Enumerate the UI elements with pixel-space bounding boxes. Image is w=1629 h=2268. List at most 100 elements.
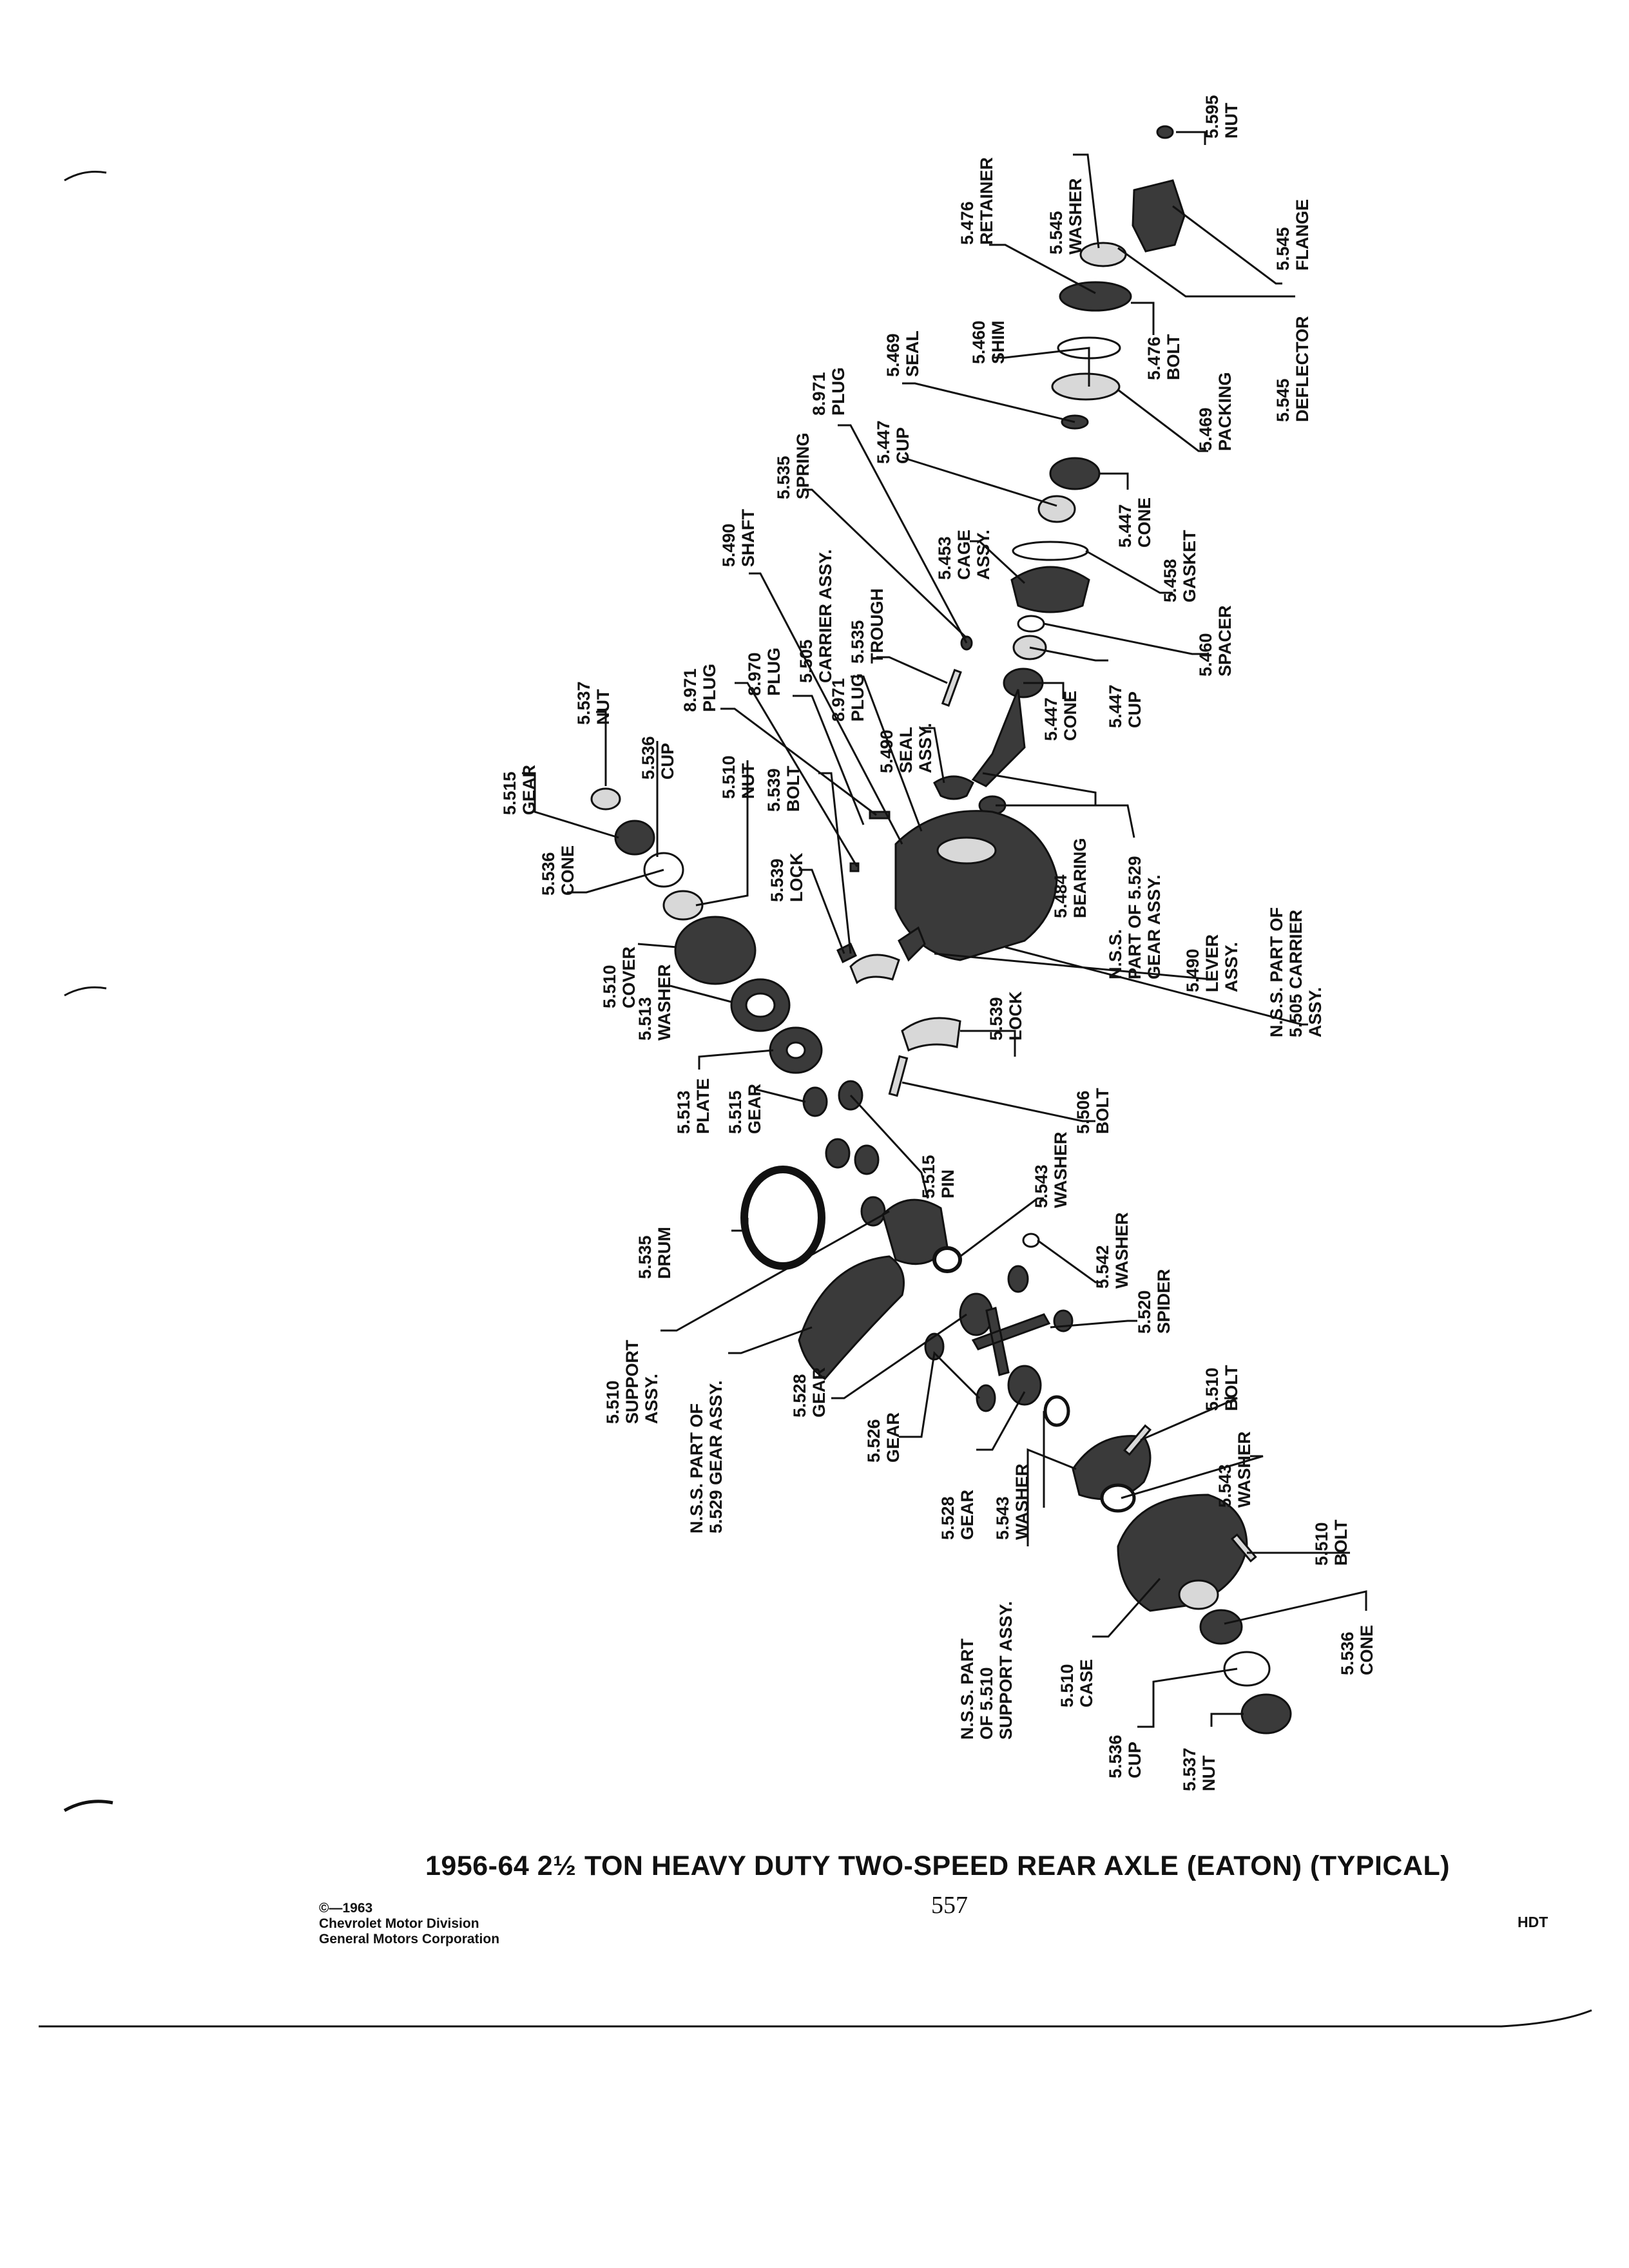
trough-part bbox=[941, 668, 962, 707]
copyright-year: ©—1963 bbox=[319, 1901, 373, 1916]
callout-5535-trough: 5.535TROUGH bbox=[848, 588, 887, 664]
copyright-block: ©—1963 Chevrolet Motor Division General … bbox=[319, 1901, 499, 1947]
spider-part bbox=[971, 1307, 1051, 1376]
cup-536-lower bbox=[1223, 1651, 1271, 1687]
binder-mark-middle bbox=[64, 986, 107, 997]
callout-5536-cone-lower: 5.536CONE bbox=[1338, 1625, 1376, 1675]
leader-lines bbox=[522, 131, 1367, 1728]
bearing-cap-lower bbox=[901, 1017, 961, 1052]
callout-5543-washer-mid: 5.543WASHER bbox=[993, 1463, 1032, 1540]
callout-5505-carrier: 5.505CARRIER ASSY. bbox=[796, 549, 835, 683]
cover-part bbox=[674, 916, 757, 985]
drum-part bbox=[740, 1166, 825, 1270]
case-bore bbox=[1178, 1579, 1219, 1610]
binder-mark-bottom bbox=[63, 1800, 113, 1812]
callout-5545-flange: 5.545FLANGE bbox=[1273, 199, 1312, 271]
washer-part bbox=[1079, 242, 1127, 267]
callout-5535-spring: 5.535SPRING bbox=[774, 432, 813, 499]
callout-8970-plug: 8.970PLUG bbox=[745, 648, 784, 696]
callout-5469-seal: 5.469SEAL bbox=[883, 331, 922, 377]
cone-536-lower bbox=[1199, 1609, 1243, 1645]
callout-5506-bolt: 5.506BOLT bbox=[1074, 1088, 1112, 1134]
retainer-part bbox=[1059, 281, 1132, 312]
nut-537-lower bbox=[1240, 1693, 1292, 1735]
callout-5484-bearing: 5.484BEARING bbox=[1051, 838, 1090, 918]
callout-5510-nut: 5.510NUT bbox=[719, 755, 758, 799]
callout-5476-retainer: 5.476RETAINER bbox=[958, 157, 996, 245]
callout-5510-bolt-lower: 5.510BOLT bbox=[1312, 1519, 1351, 1566]
callout-nss-5529-upper: N.S.S.PART OF 5.529GEAR ASSY. bbox=[1106, 856, 1164, 979]
callout-nss-5529-lower: N.S.S. PART OF5.529 GEAR ASSY. bbox=[687, 1380, 726, 1533]
callout-5537-nut-lower: 5.537NUT bbox=[1180, 1747, 1219, 1791]
callout-labels: 5.595NUT 5.545WASHER 5.545FLANGE 5.476RE… bbox=[500, 95, 1376, 1791]
callout-5447-cup-lower: 5.447CUP bbox=[1106, 684, 1144, 728]
callout-5513-plate: 5.513PLATE bbox=[674, 1079, 713, 1135]
callout-8971-plug-left: 8.971PLUG bbox=[680, 664, 719, 712]
nut-part bbox=[1156, 125, 1174, 139]
ring-gear-part bbox=[798, 1255, 905, 1380]
callout-nss-5505-carrier: N.S.S. PART OF5.505 CARRIERASSY. bbox=[1267, 907, 1325, 1037]
washer-513-hole bbox=[745, 992, 776, 1018]
callout-5453-cage: 5.453CAGEASSY. bbox=[935, 530, 993, 580]
callout-5536-cone-top: 5.536CONE bbox=[539, 845, 577, 896]
gear-528-lower bbox=[1007, 1365, 1042, 1406]
callout-5545-washer: 5.545WASHER bbox=[1046, 178, 1085, 255]
callout-5476-bolt: 5.476BOLT bbox=[1144, 334, 1183, 380]
gasket-part bbox=[1012, 541, 1089, 561]
callout-5526-gear: 5.526GEAR bbox=[864, 1412, 903, 1463]
gear-526-b bbox=[976, 1384, 996, 1412]
callout-5539-lock-top: 5.539LOCK bbox=[767, 852, 806, 902]
callout-5490-shaft: 5.490SHAFT bbox=[719, 509, 758, 567]
plug-part-b bbox=[849, 862, 860, 872]
callout-5528-gear-upper: 5.528GEAR bbox=[790, 1367, 829, 1418]
bolt-510-part bbox=[1123, 1424, 1152, 1456]
binder-mark-top bbox=[64, 171, 107, 182]
callout-5520-spider: 5.520SPIDER bbox=[1135, 1269, 1173, 1334]
callout-5515-gear: 5.515GEAR bbox=[726, 1084, 764, 1134]
washer-542-part bbox=[1022, 1233, 1040, 1248]
page-number: 557 bbox=[931, 1892, 968, 1919]
callout-5513-washer: 5.513WASHER bbox=[635, 964, 674, 1041]
pinion-shaft-part bbox=[971, 689, 1026, 787]
callout-5490-seal-assy: 5.490SEALASSY. bbox=[877, 723, 935, 773]
pinion-gear-e bbox=[860, 1196, 886, 1227]
callout-5510-case: 5.510CASE bbox=[1057, 1659, 1096, 1707]
washer-543-part bbox=[932, 1246, 962, 1273]
pinion-gear-c bbox=[825, 1138, 851, 1169]
support-assy-part bbox=[882, 1198, 949, 1265]
washer-543-right bbox=[1100, 1483, 1136, 1513]
callout-5542-washer: 5.542WASHER bbox=[1093, 1212, 1132, 1289]
callout-5543-washer-top: 5.543WASHER bbox=[1032, 1131, 1070, 1208]
plug-part-a bbox=[869, 811, 891, 820]
pinion-gear-a bbox=[802, 1086, 828, 1117]
bolt-510-lower bbox=[1230, 1533, 1257, 1562]
callout-5545-deflector: 5.545DEFLECTOR bbox=[1273, 316, 1312, 422]
callout-5543-washer-right: 5.543WASHER bbox=[1215, 1431, 1254, 1508]
callout-5528-gear-lower: 5.528GEAR bbox=[938, 1490, 977, 1540]
carrier-bore bbox=[936, 836, 997, 865]
pinion-gear-d bbox=[854, 1144, 880, 1175]
callout-5539-lock-lower: 5.539LOCK bbox=[987, 991, 1025, 1041]
callout-5510-bolt-upper: 5.510BOLT bbox=[1202, 1365, 1241, 1411]
section-code: HDT bbox=[1518, 1914, 1548, 1930]
lock-part bbox=[836, 942, 857, 964]
callout-5469-packing: 5.469PACKING bbox=[1196, 372, 1235, 451]
callout-5539-bolt: 5.539BOLT bbox=[764, 765, 803, 812]
copyright-division: Chevrolet Motor Division bbox=[319, 1916, 479, 1931]
callout-5447-cone-upper: 5.447CONE bbox=[1115, 497, 1154, 548]
callout-5447-cup-upper: 5.447CUP bbox=[874, 420, 912, 464]
washer-543-lower bbox=[1043, 1395, 1070, 1427]
cup-part-upper bbox=[1037, 495, 1076, 523]
nut-510-part bbox=[662, 890, 704, 921]
copyright-corporation: General Motors Corporation bbox=[319, 1932, 500, 1946]
callout-5460-shim: 5.460SHIM bbox=[969, 320, 1008, 364]
spacer-part bbox=[1017, 615, 1045, 633]
page-bottom-rule bbox=[39, 2009, 1592, 2028]
callout-5536-cup-lower: 5.536CUP bbox=[1106, 1735, 1144, 1778]
bearing-cap-upper bbox=[849, 954, 900, 985]
carrier-housing-part bbox=[894, 810, 1058, 961]
pinion-gear-542 bbox=[1007, 1265, 1029, 1293]
figure-caption: 1956-64 2½ TON HEAVY DUTY TWO-SPEED REAR… bbox=[425, 1850, 1451, 1881]
callout-5537-nut-top: 5.537NUT bbox=[574, 681, 613, 725]
